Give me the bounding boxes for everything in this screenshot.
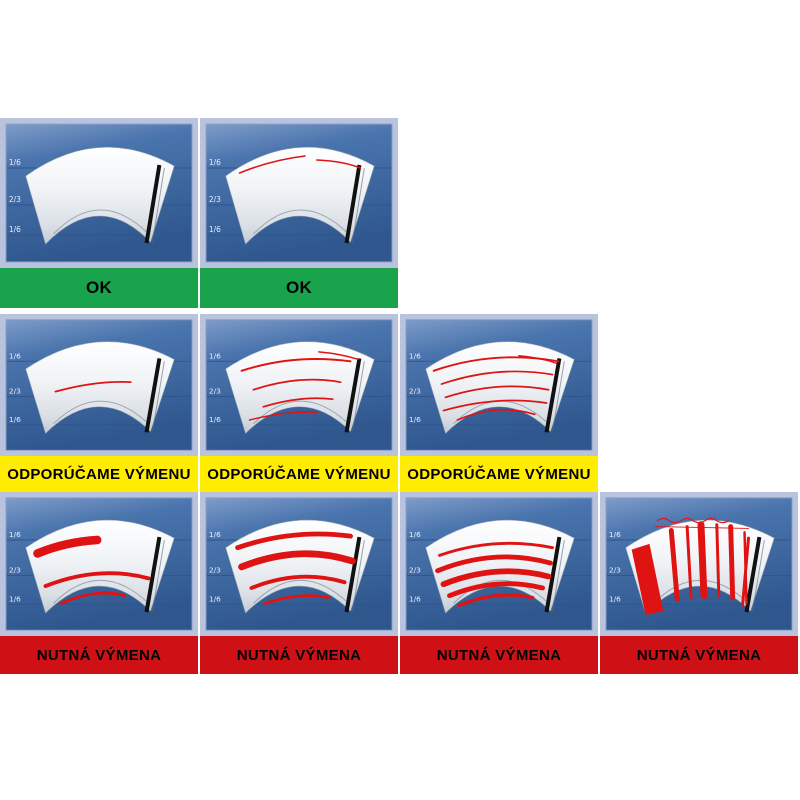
status-label-replace: NUTNÁ VÝMENA: [400, 636, 598, 674]
cell-ok-2: OK: [200, 118, 398, 308]
status-label-replace: NUTNÁ VÝMENA: [200, 636, 398, 674]
cell-recommend-1: ODPORÚČAME VÝMENU: [0, 314, 198, 492]
status-label-replace: NUTNÁ VÝMENA: [600, 636, 798, 674]
status-label-recommend: ODPORÚČAME VÝMENU: [200, 456, 398, 492]
wear-marks-dense: [435, 541, 554, 607]
wiper-panel-graphic: [400, 492, 598, 636]
wear-marks-many: [432, 354, 560, 421]
cell-replace-4: NUTNÁ VÝMENA: [600, 492, 798, 674]
wiper-panel-graphic: [0, 492, 198, 636]
wiper-panel-graphic: [600, 492, 798, 636]
wiper-panel-graphic: [200, 492, 398, 636]
wear-marks-heavy-smear: [235, 531, 356, 605]
wear-marks-light: [238, 155, 362, 174]
wear-marks-severe-vertical: [631, 517, 750, 615]
cell-replace-2: NUTNÁ VÝMENA: [200, 492, 398, 674]
cell-replace-3: NUTNÁ VÝMENA: [400, 492, 598, 674]
wiper-panel-graphic: [200, 118, 398, 268]
cell-ok-1: OK: [0, 118, 198, 308]
red-annotation-underline: [654, 526, 749, 529]
wiper-panel-graphic: [0, 118, 198, 268]
status-label-recommend: ODPORÚČAME VÝMENU: [0, 456, 198, 492]
cell-recommend-2: ODPORÚČAME VÝMENU: [200, 314, 398, 492]
red-script-annotation: [656, 517, 730, 524]
status-label-ok: OK: [0, 268, 198, 308]
wear-marks-single: [54, 381, 132, 393]
wear-marks-smear: [33, 535, 151, 605]
wear-marks-several: [240, 351, 360, 421]
cell-recommend-3: ODPORÚČAME VÝMENU: [400, 314, 598, 492]
status-label-recommend: ODPORÚČAME VÝMENU: [400, 456, 598, 492]
cell-replace-1: NUTNÁ VÝMENA: [0, 492, 198, 674]
wiper-panel-graphic: [400, 314, 598, 456]
status-label-replace: NUTNÁ VÝMENA: [0, 636, 198, 674]
status-label-ok: OK: [200, 268, 398, 308]
wiper-panel-graphic: [200, 314, 398, 456]
wiper-panel-graphic: [0, 314, 198, 456]
